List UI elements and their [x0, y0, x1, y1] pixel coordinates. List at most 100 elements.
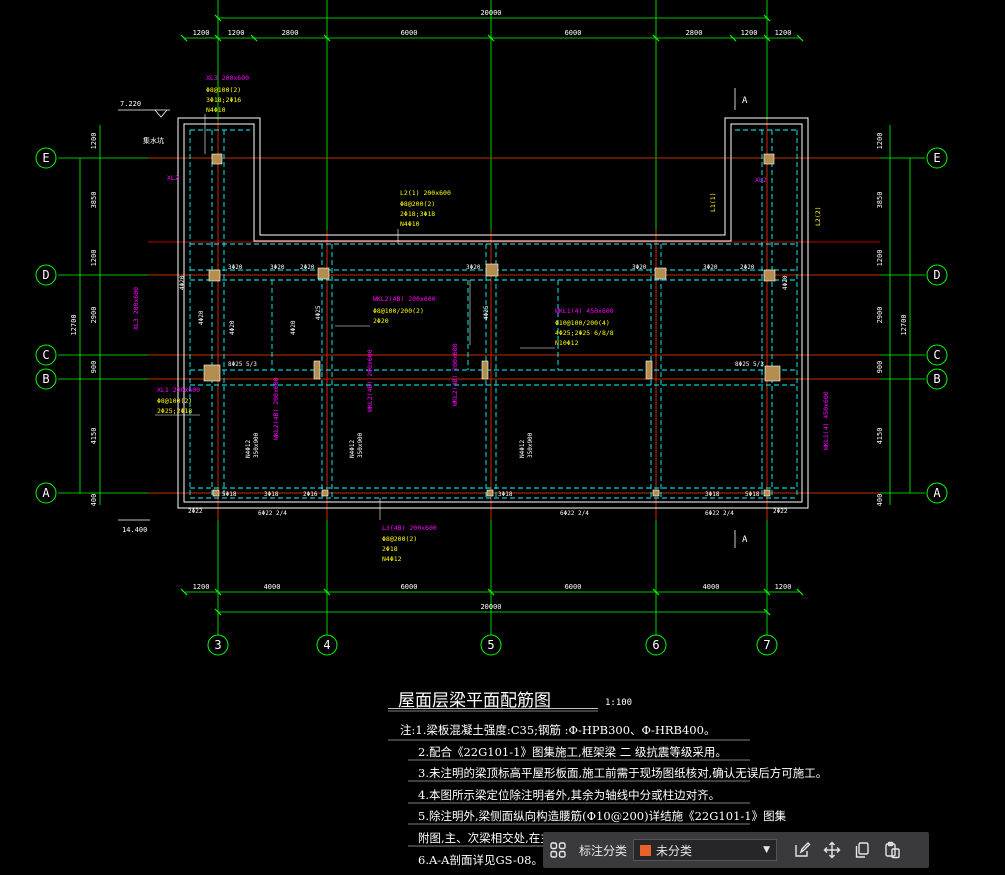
rebar-text: 6Φ22 2/4	[560, 510, 589, 517]
dim-left: 2900	[90, 307, 98, 324]
dim-top: 1200	[741, 29, 758, 37]
beam-label: WKL1(4) 450x600	[555, 307, 614, 315]
rebar-text: 350x900	[253, 432, 260, 458]
column	[486, 489, 494, 497]
section-mark-bottom: A	[742, 535, 748, 545]
beam-rebar: 2Φ20	[373, 317, 389, 325]
rebar-text: 4Φ20	[229, 320, 236, 335]
left-note: 集水坑	[143, 136, 164, 145]
note-line: 3.未注明的梁顶标高平屋形板面,施工前需于现场图纸核对,确认无误后方可施工。	[418, 766, 828, 781]
beam-label: L2(2)	[814, 206, 822, 226]
rebar-text: 3Φ20	[270, 264, 285, 271]
category-color-swatch	[640, 844, 652, 856]
column	[654, 267, 667, 280]
column	[764, 365, 781, 382]
dim-top: 6000	[565, 29, 582, 37]
rebar-text: 350x900	[527, 432, 534, 458]
leader-lines	[155, 114, 555, 520]
paste-icon[interactable]	[877, 835, 907, 865]
axis-lines	[58, 0, 925, 635]
column	[485, 263, 499, 277]
beam-label: XL3 200x600	[206, 74, 249, 82]
annotation-category-select[interactable]: 未分类 ▼	[633, 839, 778, 861]
col-label: 6	[652, 638, 659, 652]
beam-rebar: Φ8@100/200(2)	[373, 307, 424, 315]
grid-icon[interactable]	[543, 835, 573, 865]
rebar-text: 3Φ20	[466, 264, 481, 271]
rebar-text: 4Φ20	[198, 310, 205, 325]
rebar-text: 3Φ20	[632, 264, 647, 271]
column	[481, 360, 489, 380]
rebar-text: N4Φ12	[349, 440, 356, 458]
beam-rebar: Φ8@200(2)	[400, 200, 435, 208]
beam-label: L3(4B) 200x600	[382, 524, 437, 532]
row-label-left: A	[42, 486, 50, 500]
col-label: 4	[323, 638, 330, 652]
move-icon[interactable]	[817, 835, 847, 865]
column	[313, 360, 321, 380]
dim-left: 400	[90, 494, 98, 507]
dim-right: 1200	[876, 250, 884, 267]
rebar-text: 2Φ22	[773, 508, 788, 515]
building-outline	[177, 117, 809, 509]
rebar-text: 5Φ18	[745, 491, 760, 498]
dim-bottom: 6000	[565, 583, 582, 591]
rebar-text: 3Φ20	[703, 264, 718, 271]
beam-label: L2(1) 200x600	[400, 189, 451, 197]
elevation-top: 7.220	[120, 100, 141, 108]
columns	[203, 153, 781, 497]
annotation-category-label: 标注分类	[579, 843, 628, 858]
beam-label: XL3 200x600	[132, 287, 140, 330]
note-line: 6.A-A剖面详见GS-08。	[418, 852, 543, 867]
rebar-text: 2Φ20	[300, 264, 315, 271]
rebar-text: 5Φ18	[222, 491, 237, 498]
beam-rebar: 2Φ18	[382, 545, 398, 553]
beam-rebar: N4Φ12	[382, 555, 402, 563]
rebar-text: 3Φ18	[264, 491, 279, 498]
rebar-text: 3Φ20	[228, 264, 243, 271]
beam-rebar: Φ8@100(2)	[157, 397, 192, 405]
dim-bottom: 1200	[775, 583, 792, 591]
rebar-text: 8Φ25 5/3	[735, 361, 764, 368]
beam-label: WKL2(4B) 200x600	[366, 349, 374, 412]
rebar-text: 6Φ22 2/4	[705, 510, 734, 517]
rebar-text: 4Φ20	[179, 275, 186, 290]
dim-left-total: 12700	[70, 314, 78, 335]
beam-label: XL2	[167, 174, 179, 182]
column	[645, 360, 653, 380]
dim-top: 2800	[282, 29, 299, 37]
dim-left: 4150	[90, 428, 98, 445]
copy-icon[interactable]	[847, 835, 877, 865]
rebar-text: 2Φ20	[740, 264, 755, 271]
rebar-text: 4Φ25	[483, 305, 490, 320]
beam-lines	[189, 129, 798, 499]
dim-total-top: 20000	[480, 9, 501, 17]
note-line: 2.配合《22G101-1》图集施工,框架梁 二 级抗震等级采用。	[418, 744, 727, 759]
dim-bottom: 1200	[193, 583, 210, 591]
dim-right: 1200	[876, 133, 884, 150]
column	[763, 153, 775, 165]
note-line: 5.除注明外,梁侧面纵向构造腰筋(Φ10@200)详结施《22G101-1》图集	[418, 809, 787, 824]
row-axis-bubbles	[35, 147, 948, 504]
chevron-down-icon: ▼	[763, 845, 771, 855]
row-label-right: D	[933, 268, 940, 282]
column-axis-bubbles	[207, 634, 778, 656]
elevation-bottom: 14.400	[122, 526, 147, 534]
row-label-left: E	[42, 151, 49, 165]
rebar-text: 6Φ22 2/4	[258, 510, 287, 517]
drawing-scale: 1:100	[605, 698, 633, 708]
dim-right-total: 12700	[900, 314, 908, 335]
row-label-left: D	[42, 268, 49, 282]
edit-note-icon[interactable]	[787, 835, 817, 865]
beam-rebar: 4Φ25;2Φ25 6/8/8	[555, 329, 614, 337]
section-lines	[148, 120, 880, 520]
rebar-text: 8Φ25 5/3	[228, 361, 257, 368]
rebar-text: 2Φ22	[188, 508, 203, 515]
rebar-text: N4Φ12	[245, 440, 252, 458]
dim-bottom: 4000	[703, 583, 720, 591]
column	[652, 489, 660, 497]
column	[211, 153, 223, 165]
elevation-mark	[118, 109, 170, 521]
beam-rebar: 3Φ18;2Φ16	[206, 96, 241, 104]
